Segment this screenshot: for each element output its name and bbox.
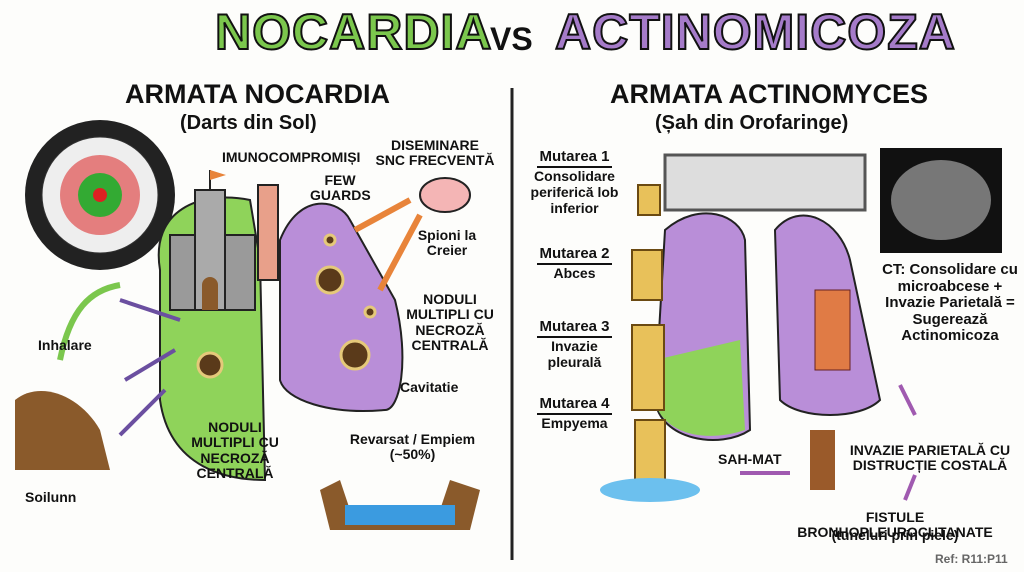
inhalare-arrow (57, 282, 121, 361)
ct-caption: CT: Consolidare cu microabcese + Invazie… (882, 261, 1018, 344)
label-cavitatie: Cavitatie (400, 379, 459, 395)
move-desc: Consolidare periferică lob inferior (530, 167, 619, 216)
move-title: Mutarea 3 (537, 318, 612, 338)
move-desc: Empyema (541, 414, 608, 431)
orange-arrow (353, 197, 412, 233)
label-noduli-right: NODULI MULTIPLI CU NECROZĂ CENTRALĂ (406, 291, 494, 354)
move-desc: Abces (553, 264, 596, 281)
subheading-nocardia: (Darts din Sol) (180, 112, 317, 134)
reference: Ref: R11:P11 (935, 552, 1008, 566)
label-soil: Soilunn (25, 489, 77, 505)
move-title: Mutarea 2 (537, 245, 612, 265)
title-nocardia: NOCARDIA (214, 4, 493, 61)
pink-arrow (898, 384, 917, 416)
heading-actinomyces: ARMATA ACTINOMYCES (610, 79, 928, 109)
label-noduli-bottom: NODULI MULTIPLI CU NECROZĂ CENTRALĂ (191, 419, 279, 482)
brain-icon (419, 177, 471, 213)
soil-pile (15, 391, 110, 470)
label-immuno: IMUNOCOMPROMIȘI (222, 149, 361, 165)
necrotic-nodules (196, 233, 377, 379)
trachea (257, 184, 279, 281)
label-revarsat: Revarsat / Empiem (~50%) (349, 431, 476, 463)
label-spioni: Spioni la Creier (417, 227, 477, 259)
dartboard-icon (25, 120, 175, 270)
water (345, 505, 455, 525)
heading-nocardia: ARMATA NOCARDIA (125, 79, 390, 109)
label-inhalare: Inhalare (38, 337, 92, 353)
subheading-actinomyces: (Șah din Orofaringe) (655, 112, 849, 134)
fallen-king-icon (810, 430, 835, 490)
pink-arrow (903, 474, 917, 501)
label-few-guards: FEW GUARDS (310, 172, 371, 204)
chessboard-icon (663, 153, 867, 212)
title-actinomicoza: ACTINOMICOZA (554, 4, 956, 61)
label-disseminare: DISEMINARE SNC FRECVENTĂ (375, 137, 495, 169)
orange-arrow (377, 213, 423, 292)
move-desc: Invazie pleurală (547, 337, 602, 370)
chess-pieces-icon (631, 184, 666, 491)
label-fistule: FISTULE BRONHOPLEUROCUTANATE (797, 509, 993, 541)
move-title: Mutarea 4 (537, 395, 612, 415)
label-sah-mat: SAH-MAT (718, 451, 782, 467)
consolidation (655, 340, 745, 436)
label-invazie: INVAZIE PARIETALĂ CU DISTRUCȚIE COSTALĂ (849, 442, 1011, 474)
castle-icon (169, 170, 256, 311)
puddle (600, 478, 700, 502)
label-fistule-sub: (tuneluri prin piele) (831, 527, 959, 543)
purple-lung (279, 202, 404, 412)
title-vs: VS (490, 21, 533, 57)
darts-icon (118, 298, 181, 437)
move-title: Mutarea 1 (537, 148, 612, 168)
brick-wall (814, 289, 851, 371)
